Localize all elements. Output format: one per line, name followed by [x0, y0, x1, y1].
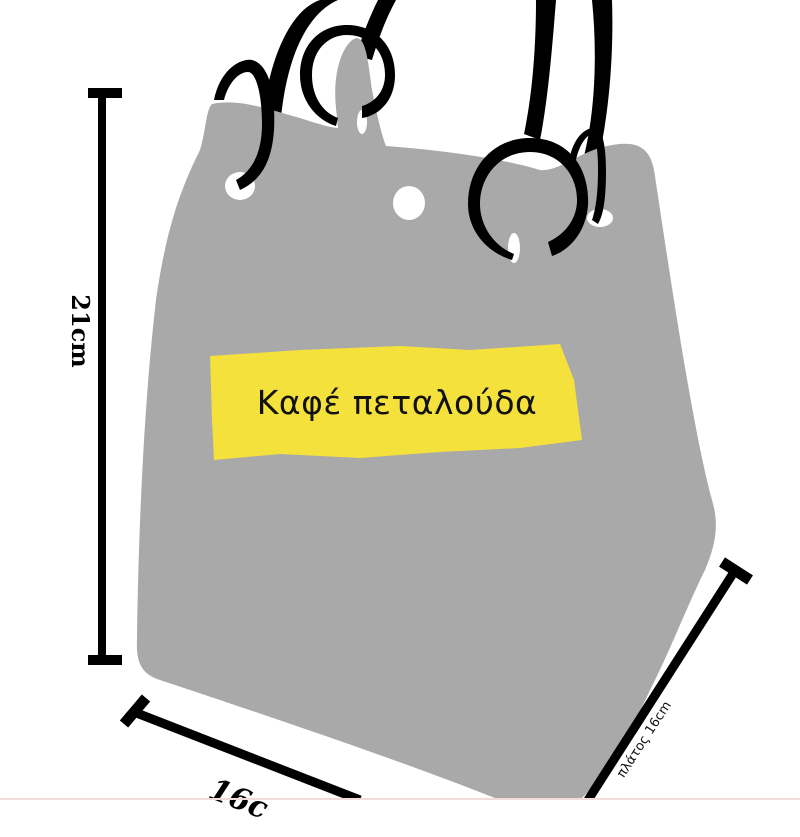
left-handle-strap-top: [356, 0, 396, 60]
eyelet-center: [393, 186, 425, 220]
bottom-edge-divider: [0, 798, 800, 800]
width-dimension-line: [119, 694, 362, 805]
height-dimension-line: [88, 88, 122, 665]
rear-handle-strap-right: [524, 0, 556, 140]
left-hook-ring: [214, 59, 275, 190]
label-patch: [210, 344, 582, 460]
depth-dimension-line: [584, 557, 753, 803]
rear-handle-strap: [262, 0, 338, 130]
bag-illustration: [88, 0, 753, 805]
height-label: 21cm: [66, 294, 95, 368]
far-right-hook: [570, 126, 606, 224]
right-handle-strap: [584, 0, 613, 160]
